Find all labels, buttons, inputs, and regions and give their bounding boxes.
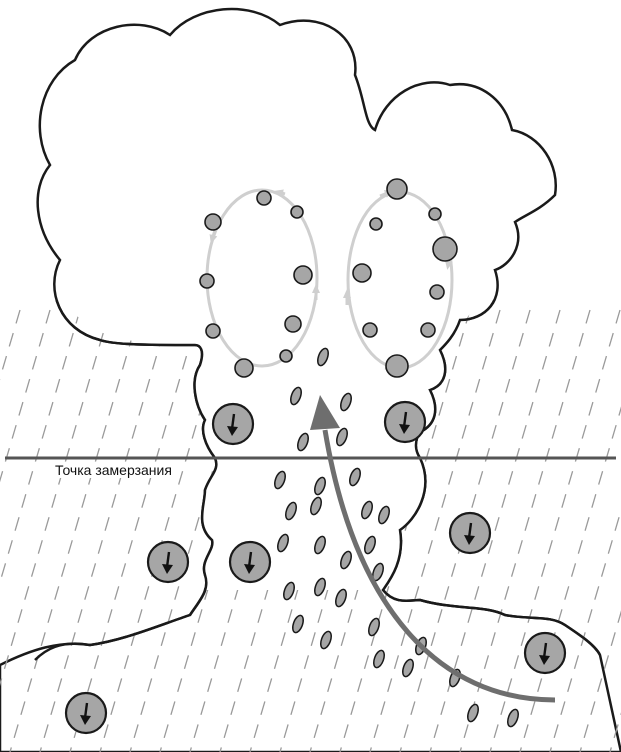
rain-streak: [369, 309, 501, 752]
droplet: [373, 649, 385, 669]
circulation-arrow: [274, 189, 286, 198]
rain-streak: [609, 712, 621, 752]
droplet: [314, 476, 326, 496]
hailstone-icon: [64, 691, 108, 735]
droplet: [292, 614, 304, 634]
ice-particle: [290, 205, 304, 219]
rain-streak: [459, 309, 591, 752]
ice-particle: [428, 207, 442, 221]
ice-particle: [369, 217, 383, 231]
droplet: [467, 703, 479, 723]
ice-particle: [386, 178, 408, 200]
hailstone-icon: [146, 540, 190, 584]
rain-streak: [69, 309, 201, 752]
rain-streak: [399, 309, 531, 752]
droplet: [314, 535, 326, 555]
ice-particle: [293, 265, 313, 285]
droplet: [290, 386, 302, 406]
droplet: [378, 505, 390, 525]
updraft-arrow-head: [310, 395, 340, 430]
hailstone-icon: [383, 400, 427, 444]
ice-particle: [205, 323, 221, 339]
updraft-arrow: [322, 429, 556, 703]
droplet-group: [274, 347, 519, 728]
rain-streak: [339, 309, 471, 752]
droplet: [317, 347, 329, 367]
ice-particle: [204, 213, 222, 231]
ice-particle: [352, 263, 372, 283]
droplet: [335, 588, 347, 608]
rain-streak: [9, 309, 141, 752]
droplet: [507, 708, 519, 728]
rain-streak: [0, 309, 111, 687]
droplet: [297, 432, 309, 452]
ice-particle: [256, 190, 272, 206]
droplet: [364, 535, 376, 555]
ice-particle: [429, 284, 445, 300]
ice-particle: [362, 322, 378, 338]
droplet: [314, 577, 326, 597]
droplet: [283, 581, 295, 601]
rain-streak: [39, 309, 171, 752]
droplet: [340, 550, 352, 570]
droplet: [320, 630, 332, 650]
hailstone-icon: [211, 402, 255, 446]
droplet: [277, 533, 289, 553]
cloud-outline-right: [36, 7, 602, 656]
ice-particle: [284, 315, 302, 333]
rain-streak: [429, 309, 561, 752]
rain-streak: [0, 309, 51, 483]
ice-particle: [420, 322, 436, 338]
hailstone-icon: [228, 540, 272, 584]
particle-group: [199, 178, 458, 378]
circulation-arrow: [209, 229, 218, 244]
ice-particle: [385, 354, 409, 378]
ice-particle: [432, 236, 458, 262]
droplet: [285, 501, 297, 521]
ice-particle: [234, 358, 254, 378]
droplet: [349, 467, 361, 487]
ice-particle: [279, 349, 293, 363]
droplet: [274, 470, 286, 490]
rain-streak: [489, 309, 621, 752]
cloud-outline-left: [34, 338, 218, 661]
ice-particle: [199, 273, 215, 289]
freezing-level-label: Точка замерзания: [52, 462, 175, 478]
hailstone-icon: [523, 631, 567, 675]
hailstone-group: [64, 400, 567, 735]
hailstone-icon: [448, 511, 492, 555]
cloud-interior-mask: [0, 0, 621, 590]
rain-streak: [0, 309, 81, 585]
droplet: [310, 496, 322, 516]
droplet: [368, 617, 380, 637]
droplet: [336, 427, 348, 447]
droplet: [402, 658, 414, 678]
droplet: [340, 392, 352, 412]
droplet: [361, 500, 373, 520]
